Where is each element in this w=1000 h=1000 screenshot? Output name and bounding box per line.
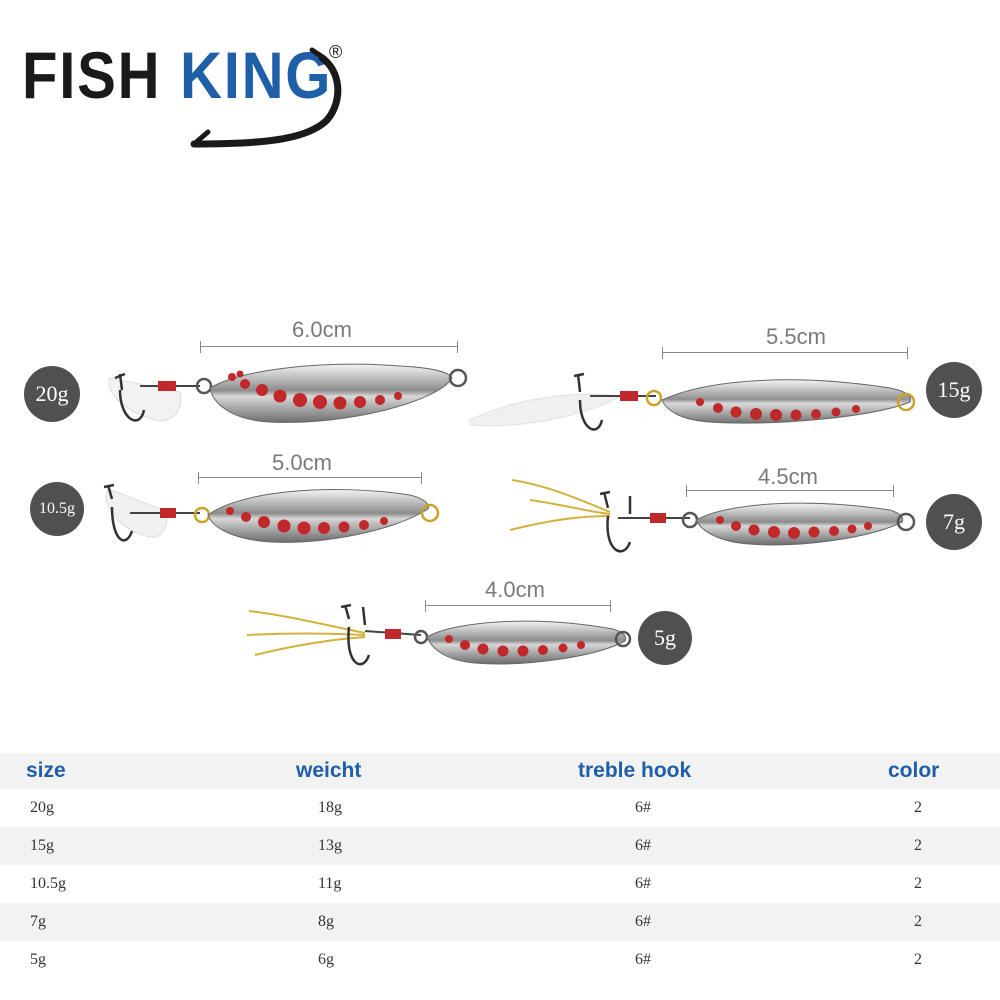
cell-weight-value: 6g	[318, 951, 334, 968]
cell-treble-hook-value: 6#	[635, 875, 651, 892]
header-color: color	[880, 753, 1000, 789]
cell-treble-hook: 6#	[575, 941, 880, 979]
table-row: 20g 18g 6# 2	[0, 789, 1000, 827]
cell-weight: 6g	[263, 941, 575, 979]
cell-weight-value: 18g	[318, 799, 342, 816]
header-treble-hook: treble hook	[575, 753, 880, 789]
weight-badge: 20g	[24, 366, 80, 422]
cell-treble-hook-value: 6#	[635, 799, 651, 816]
length-label: 4.0cm	[485, 577, 545, 602]
length-dimension-line	[200, 341, 458, 357]
table-row: 10.5g 11g 6# 2	[0, 865, 1000, 903]
cell-color-value: 2	[914, 875, 922, 892]
cell-treble-hook: 6#	[575, 865, 880, 903]
cell-weight-value: 13g	[318, 837, 342, 854]
cell-color: 2	[880, 941, 1000, 979]
cell-size: 20g	[30, 799, 54, 816]
length-dimension-line	[662, 347, 908, 363]
lure-5cm: 5.0cm	[90, 450, 450, 555]
cell-size: 15g	[0, 827, 263, 865]
cell-color-value: 2	[914, 799, 922, 816]
cell-color-value: 2	[914, 913, 922, 930]
cell-weight-value: 11g	[318, 875, 342, 892]
spoon-lure-image	[469, 372, 916, 431]
length-label: 5.0cm	[272, 450, 332, 475]
cell-treble-hook: 6#	[575, 827, 880, 865]
cell-weight: 8g	[263, 903, 575, 941]
cell-weight-value: 8g	[318, 913, 334, 930]
spoon-lure-image	[103, 483, 440, 543]
table-row: 5g 6g 6# 2	[0, 941, 1000, 979]
cell-treble-hook-value: 6#	[635, 951, 651, 968]
lure-6cm: 6.0cm	[100, 317, 480, 440]
logo-word-fish: FISH	[22, 38, 162, 112]
weight-badge: 15g	[926, 362, 982, 418]
cell-weight: 18g	[263, 789, 575, 827]
header-color-label: color	[888, 759, 940, 782]
cell-treble-hook: 6#	[575, 789, 880, 827]
table-row: 7g 8g 6# 2	[0, 903, 1000, 941]
length-label: 6.0cm	[292, 317, 352, 342]
registered-mark: ®	[329, 42, 343, 62]
cell-color: 2	[880, 903, 1000, 941]
spoon-lure-image	[509, 479, 916, 553]
length-dimension-line	[198, 472, 422, 488]
table-row: 15g 13g 6# 2	[0, 827, 1000, 865]
cell-size: 5g	[30, 951, 46, 968]
lure-5-5cm: 5.5cm	[469, 324, 930, 440]
lure-4cm: 4.0cm	[245, 577, 645, 685]
cell-color: 2	[880, 865, 1000, 903]
weight-badge: 7g	[926, 494, 982, 550]
weight-badge: 5g	[638, 611, 692, 665]
cell-treble-hook-value: 6#	[635, 837, 651, 854]
cell-weight: 11g	[263, 865, 575, 903]
length-label: 5.5cm	[766, 324, 826, 349]
cell-color-value: 2	[914, 951, 922, 968]
fish-hook-icon	[190, 47, 342, 148]
cell-treble-hook: 6#	[575, 903, 880, 941]
spoon-lure-image	[108, 363, 468, 423]
cell-color-value: 2	[914, 837, 922, 854]
spec-table: size weicht treble hook color 20g 18g 6#…	[0, 753, 1000, 979]
table-header-row: size weicht treble hook color	[0, 753, 1000, 789]
cell-treble-hook-value: 6#	[635, 913, 651, 930]
length-dimension-line	[686, 485, 894, 501]
header-weight: weicht	[263, 753, 575, 789]
length-label: 4.5cm	[758, 464, 818, 489]
lure-4-5cm: 4.5cm	[500, 460, 920, 560]
header-treble-hook-label: treble hook	[578, 759, 692, 782]
spoon-lure-image	[246, 603, 632, 666]
header-size: size	[0, 753, 263, 789]
brand-logo: FISH KING ®	[22, 40, 362, 150]
weight-badge: 10.5g	[30, 482, 84, 536]
header-weight-label: weicht	[296, 759, 362, 782]
cell-weight: 13g	[263, 827, 575, 865]
length-dimension-line	[425, 600, 611, 616]
cell-color: 2	[880, 827, 1000, 865]
logo-word-king: KING	[180, 38, 333, 112]
cell-size: 10.5g	[30, 875, 66, 892]
cell-size: 7g	[0, 903, 263, 941]
cell-color: 2	[880, 789, 1000, 827]
